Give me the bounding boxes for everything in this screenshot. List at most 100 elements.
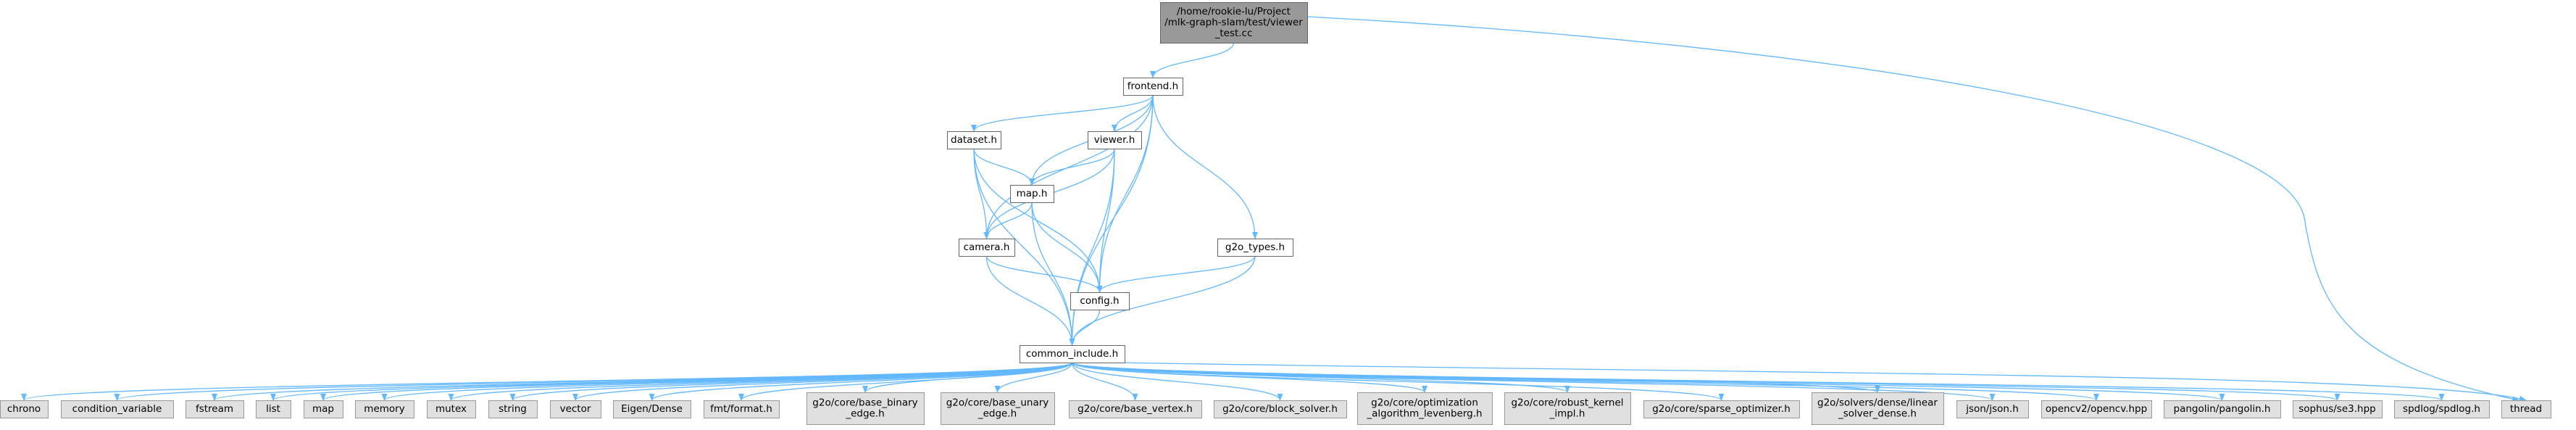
edge-frontend-to-dataset xyxy=(971,94,1154,132)
node-thread-box xyxy=(2501,400,2551,418)
node-thread[interactable]: thread xyxy=(2501,400,2551,418)
node-g2ouna-label-line-1: _edge.h xyxy=(978,408,1017,420)
node-sophus[interactable]: sophus/se3.hpp xyxy=(2293,400,2383,418)
node-g2oopt[interactable]: g2o/core/optimization_algorithm_levenber… xyxy=(1357,392,1493,425)
node-root[interactable]: /home/rookie-lu/Project/mlk-graph-slam/t… xyxy=(1160,2,1308,44)
node-eigen[interactable]: Eigen/Dense xyxy=(613,400,691,418)
node-condvar[interactable]: condition_variable xyxy=(61,400,174,418)
node-g2olin[interactable]: g2o/solvers/dense/linear_solver_dense.h xyxy=(1812,392,1944,425)
node-g2osparse-box xyxy=(1643,400,1800,418)
edge-layer xyxy=(21,16,2527,402)
node-eigen-label-line-0: Eigen/Dense xyxy=(621,403,683,415)
edge-common-to-g2overt xyxy=(1071,362,1138,401)
node-g2olin-label-line-0: g2o/solvers/dense/linear xyxy=(1817,397,1938,409)
edge-dataset-to-common xyxy=(973,148,1075,346)
edge-common-to-spdlog xyxy=(1071,362,2444,401)
node-g2obin[interactable]: g2o/core/base_binary_edge.h xyxy=(806,392,925,425)
node-root-box xyxy=(1160,2,1308,44)
node-fstream[interactable]: fstream xyxy=(186,400,244,418)
edge-camera-to-config xyxy=(985,255,1103,293)
node-config-box xyxy=(1070,292,1130,310)
node-mutex-box xyxy=(427,400,476,418)
node-chrono[interactable]: chrono xyxy=(0,400,49,418)
node-g2olin-label-line-1: _solver_dense.h xyxy=(1838,408,1917,420)
node-pangolin[interactable]: pangolin/pangolin.h xyxy=(2164,400,2281,418)
node-g2oblock-box xyxy=(1214,400,1347,418)
node-vector[interactable]: vector xyxy=(550,400,601,418)
edge-root-to-thread xyxy=(1306,16,2519,402)
edge-frontend-to-config xyxy=(1096,94,1154,293)
edge-common-to-opencv xyxy=(1071,362,2099,401)
edge-common-to-thread xyxy=(1115,362,2527,402)
node-memory[interactable]: memory xyxy=(355,400,414,418)
node-fmt[interactable]: fmt/format.h xyxy=(704,400,780,418)
node-sophus-box xyxy=(2293,400,2383,418)
node-memory-label-line-0: memory xyxy=(364,403,404,415)
node-map-box xyxy=(1010,185,1054,203)
edge-root-to-frontend xyxy=(1150,42,1235,78)
node-g2otypes[interactable]: g2o_types.h xyxy=(1217,239,1293,257)
edge-frontend-to-g2otypes xyxy=(1152,94,1258,239)
node-config-label-line-0: config.h xyxy=(1080,295,1119,307)
node-g2osparse-label-line-0: g2o/core/sparse_optimizer.h xyxy=(1652,403,1791,415)
edge-common-to-pangolin xyxy=(1071,362,2225,401)
node-g2orob-label-line-1: _impl.h xyxy=(1549,408,1585,420)
node-g2ouna[interactable]: g2o/core/base_unary_edge.h xyxy=(941,392,1055,425)
node-map_std[interactable]: map xyxy=(304,400,343,418)
node-common[interactable]: common_include.h xyxy=(1020,345,1125,363)
node-config[interactable]: config.h xyxy=(1070,292,1130,310)
node-mutex[interactable]: mutex xyxy=(427,400,476,418)
node-viewer[interactable]: viewer.h xyxy=(1088,131,1142,149)
node-spdlog-box xyxy=(2394,400,2490,418)
edge-frontend-to-camera xyxy=(983,94,1154,239)
edge-common-to-g2osparse xyxy=(1071,362,1725,401)
node-dataset-box xyxy=(947,131,1001,149)
node-chrono-label-line-0: chrono xyxy=(7,403,41,415)
edge-common-to-vector xyxy=(572,362,1073,401)
node-g2oopt-label-line-1: _algorithm_levenberg.h xyxy=(1366,408,1482,420)
edge-viewer-to-map xyxy=(1029,148,1115,186)
node-frontend-box xyxy=(1123,78,1183,96)
node-fstream-box xyxy=(186,400,244,418)
node-opencv-label-line-0: opencv2/opencv.hpp xyxy=(2046,403,2147,415)
node-pangolin-label-line-0: pangolin/pangolin.h xyxy=(2174,403,2271,415)
node-g2orob[interactable]: g2o/core/robust_kernel_impl.h xyxy=(1504,392,1631,425)
edge-g2otypes-to-config xyxy=(1096,255,1256,293)
node-map_std-box xyxy=(304,400,343,418)
node-string[interactable]: string xyxy=(488,400,538,418)
edge-dataset-to-map xyxy=(973,148,1035,186)
node-g2oblock[interactable]: g2o/core/block_solver.h xyxy=(1214,400,1347,418)
node-dataset-label-line-0: dataset.h xyxy=(951,134,997,146)
node-fmt-box xyxy=(704,400,780,418)
node-json[interactable]: json/json.h xyxy=(1956,400,2029,418)
node-opencv-box xyxy=(2041,400,2152,418)
edge-common-to-eigen xyxy=(649,362,1073,401)
node-viewer-box xyxy=(1088,131,1142,149)
node-list[interactable]: list xyxy=(256,400,291,418)
edge-config-to-common xyxy=(1069,309,1101,346)
node-g2obin-box xyxy=(806,392,925,425)
node-vector-box xyxy=(550,400,601,418)
node-camera[interactable]: camera.h xyxy=(959,239,1015,257)
node-list-label-line-0: list xyxy=(266,403,280,415)
node-dataset[interactable]: dataset.h xyxy=(947,131,1001,149)
node-thread-label-line-0: thread xyxy=(2510,403,2542,415)
node-camera-label-line-0: camera.h xyxy=(964,241,1010,253)
node-spdlog[interactable]: spdlog/spdlog.h xyxy=(2394,400,2490,418)
node-camera-box xyxy=(959,239,1015,257)
node-g2oopt-label-line-0: g2o/core/optimization xyxy=(1371,397,1478,409)
edge-common-to-g2ouna xyxy=(994,362,1073,393)
node-memory-box xyxy=(355,400,414,418)
edge-common-to-sophus xyxy=(1071,362,2340,401)
node-string-label-line-0: string xyxy=(499,403,527,415)
node-g2osparse[interactable]: g2o/core/sparse_optimizer.h xyxy=(1643,400,1800,418)
node-map[interactable]: map.h xyxy=(1010,185,1054,203)
node-frontend[interactable]: frontend.h xyxy=(1123,78,1183,96)
node-g2overt-box xyxy=(1069,400,1202,418)
edge-common-to-g2obin xyxy=(862,362,1073,393)
node-root-label-line-0: /home/rookie-lu/Project xyxy=(1177,6,1291,17)
node-opencv[interactable]: opencv2/opencv.hpp xyxy=(2041,400,2152,418)
node-g2overt[interactable]: g2o/core/base_vertex.h xyxy=(1069,400,1202,418)
node-string-box xyxy=(488,400,538,418)
edge-viewer-to-common xyxy=(1069,148,1115,346)
